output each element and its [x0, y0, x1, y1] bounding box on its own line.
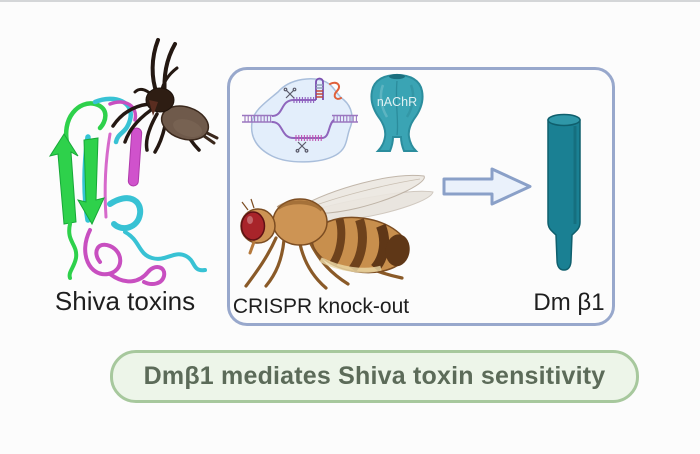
nachr-receptor-icon — [370, 73, 424, 152]
nachr-label: nAChR — [376, 95, 418, 109]
beta1-subunit-icon — [547, 113, 581, 271]
dm-beta1-label: Dm β1 — [533, 289, 605, 316]
image-top-edge — [0, 0, 700, 2]
experiment-box — [227, 67, 615, 326]
banner-text: Dmβ1 mediates Shiva toxin sensitivity — [143, 362, 606, 390]
fruit-fly-icon — [240, 174, 434, 290]
plasmid-crispr-icon — [242, 77, 358, 163]
protein-ribbon-icon — [48, 96, 207, 286]
spider-icon — [111, 38, 219, 154]
right-arrow-icon — [442, 167, 532, 206]
shiva-toxins-label: Shiva toxins — [54, 286, 196, 316]
crispr-knockout-label: CRISPR knock-out — [232, 295, 410, 318]
result-banner: Dmβ1 mediates Shiva toxin sensitivity — [110, 350, 639, 403]
